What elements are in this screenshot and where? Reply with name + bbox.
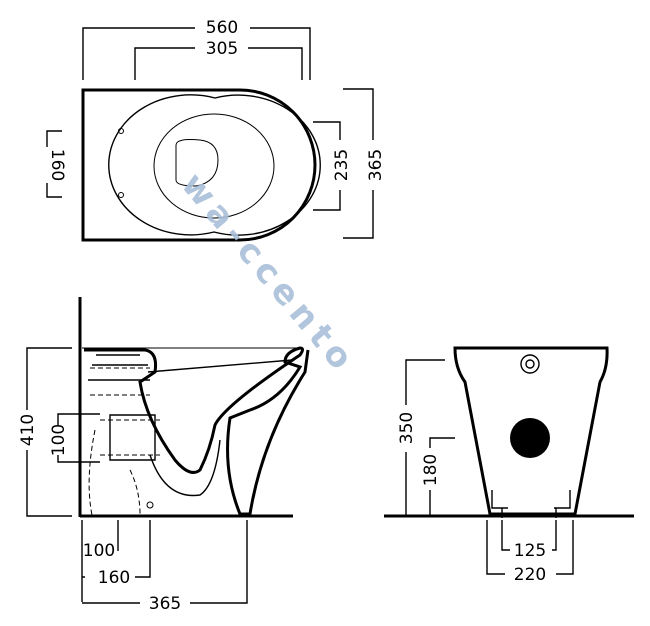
side-view: 410 100 100 160 365	[18, 297, 310, 614]
dim-160-side: 160	[98, 568, 130, 588]
dim-560: 560	[206, 18, 238, 38]
outlet-hole	[510, 418, 550, 458]
dim-220: 220	[514, 565, 546, 585]
dim-235: 235	[332, 149, 352, 181]
dim-100-offset: 100	[83, 541, 115, 561]
dim-160-top: 160	[47, 149, 67, 181]
dim-410: 410	[18, 414, 38, 446]
dim-125: 125	[514, 541, 546, 561]
dim-350: 350	[397, 412, 417, 444]
top-outline	[81, 88, 317, 242]
top-view: 560 305 160 235 365	[46, 18, 386, 242]
dim-180: 180	[421, 454, 441, 486]
front-view: 350 180 125 220	[384, 346, 634, 585]
dim-365-top: 365	[366, 149, 386, 181]
dim-305: 305	[206, 39, 238, 59]
dim-365-side: 365	[149, 594, 181, 614]
dim-100-height: 100	[49, 424, 69, 456]
watermark: wa-ccento	[173, 165, 364, 382]
